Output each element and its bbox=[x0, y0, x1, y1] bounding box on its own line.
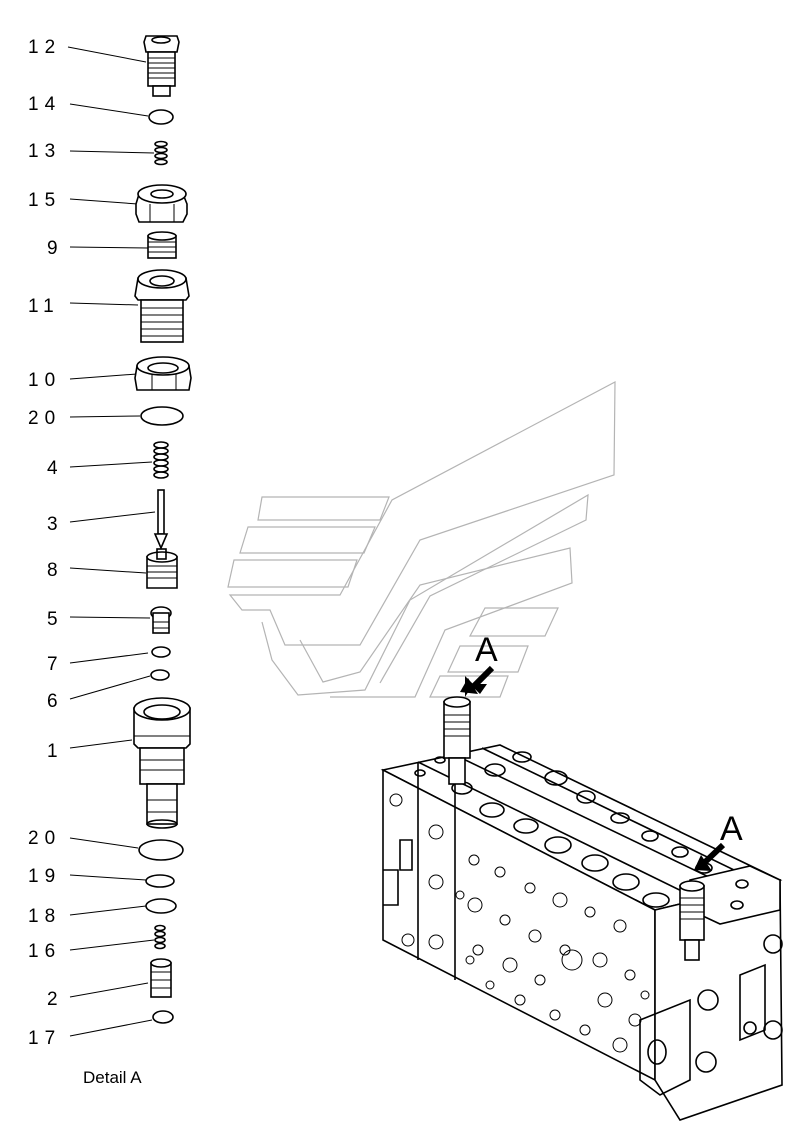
label-19: 19 bbox=[28, 866, 61, 887]
relief-valve-right bbox=[679, 880, 705, 961]
part-20-oring-upper bbox=[140, 406, 184, 426]
label-8: 8 bbox=[47, 560, 64, 581]
label-18: 18 bbox=[28, 906, 61, 927]
part-19-ring bbox=[145, 874, 175, 888]
callout-arrow-right bbox=[694, 842, 726, 871]
label-12: 12 bbox=[28, 37, 61, 58]
part-labels: 12 14 13 15 9 11 10 20 4 3 8 5 7 6 1 20 … bbox=[28, 37, 142, 1087]
part-3-pin bbox=[153, 489, 169, 551]
part-12-plug bbox=[143, 35, 180, 97]
part-9-seat bbox=[147, 231, 177, 259]
part-13-spring bbox=[154, 140, 168, 166]
callout-letter-right: A bbox=[720, 810, 743, 848]
part-17-snap-ring bbox=[152, 1010, 174, 1024]
label-4: 4 bbox=[47, 458, 64, 479]
label-6: 6 bbox=[47, 691, 64, 712]
label-5: 5 bbox=[47, 609, 64, 630]
label-20a: 20 bbox=[28, 408, 61, 429]
part-18-ring bbox=[145, 898, 177, 914]
label-1: 1 bbox=[47, 741, 64, 762]
callout-arrow-left bbox=[460, 665, 495, 697]
part-14-oring bbox=[148, 109, 174, 125]
part-15-nut bbox=[135, 184, 188, 223]
exploded-parts bbox=[133, 35, 192, 1024]
part-20-oring-lower bbox=[138, 839, 184, 861]
label-16: 16 bbox=[28, 941, 61, 962]
part-4-spring bbox=[153, 441, 169, 479]
label-13: 13 bbox=[28, 141, 61, 162]
part-16-spring bbox=[154, 924, 166, 950]
detail-caption: Detail A bbox=[83, 1068, 142, 1087]
label-20b: 20 bbox=[28, 828, 61, 849]
label-11: 11 bbox=[28, 296, 60, 317]
part-11-sleeve bbox=[134, 269, 190, 343]
label-10: 10 bbox=[28, 370, 61, 391]
part-6-ring bbox=[150, 669, 170, 681]
part-1-body bbox=[133, 697, 191, 829]
callout-letter-left: A bbox=[475, 631, 498, 669]
part-7-ring bbox=[151, 646, 171, 658]
part-8-poppet bbox=[146, 548, 178, 589]
part-2-plug bbox=[150, 958, 172, 998]
label-7: 7 bbox=[47, 654, 64, 675]
part-10-nut bbox=[134, 356, 192, 391]
watermark-logo bbox=[227, 380, 616, 698]
label-9: 9 bbox=[47, 238, 64, 259]
part-5-piston bbox=[150, 606, 172, 634]
label-3: 3 bbox=[47, 514, 64, 535]
leader-lines bbox=[67, 46, 156, 1037]
valve-block-assembly bbox=[380, 665, 783, 1121]
label-15: 15 bbox=[28, 190, 61, 211]
label-17: 17 bbox=[28, 1028, 61, 1049]
relief-valve-left bbox=[443, 696, 471, 785]
label-2: 2 bbox=[47, 989, 64, 1010]
label-14: 14 bbox=[28, 94, 61, 115]
